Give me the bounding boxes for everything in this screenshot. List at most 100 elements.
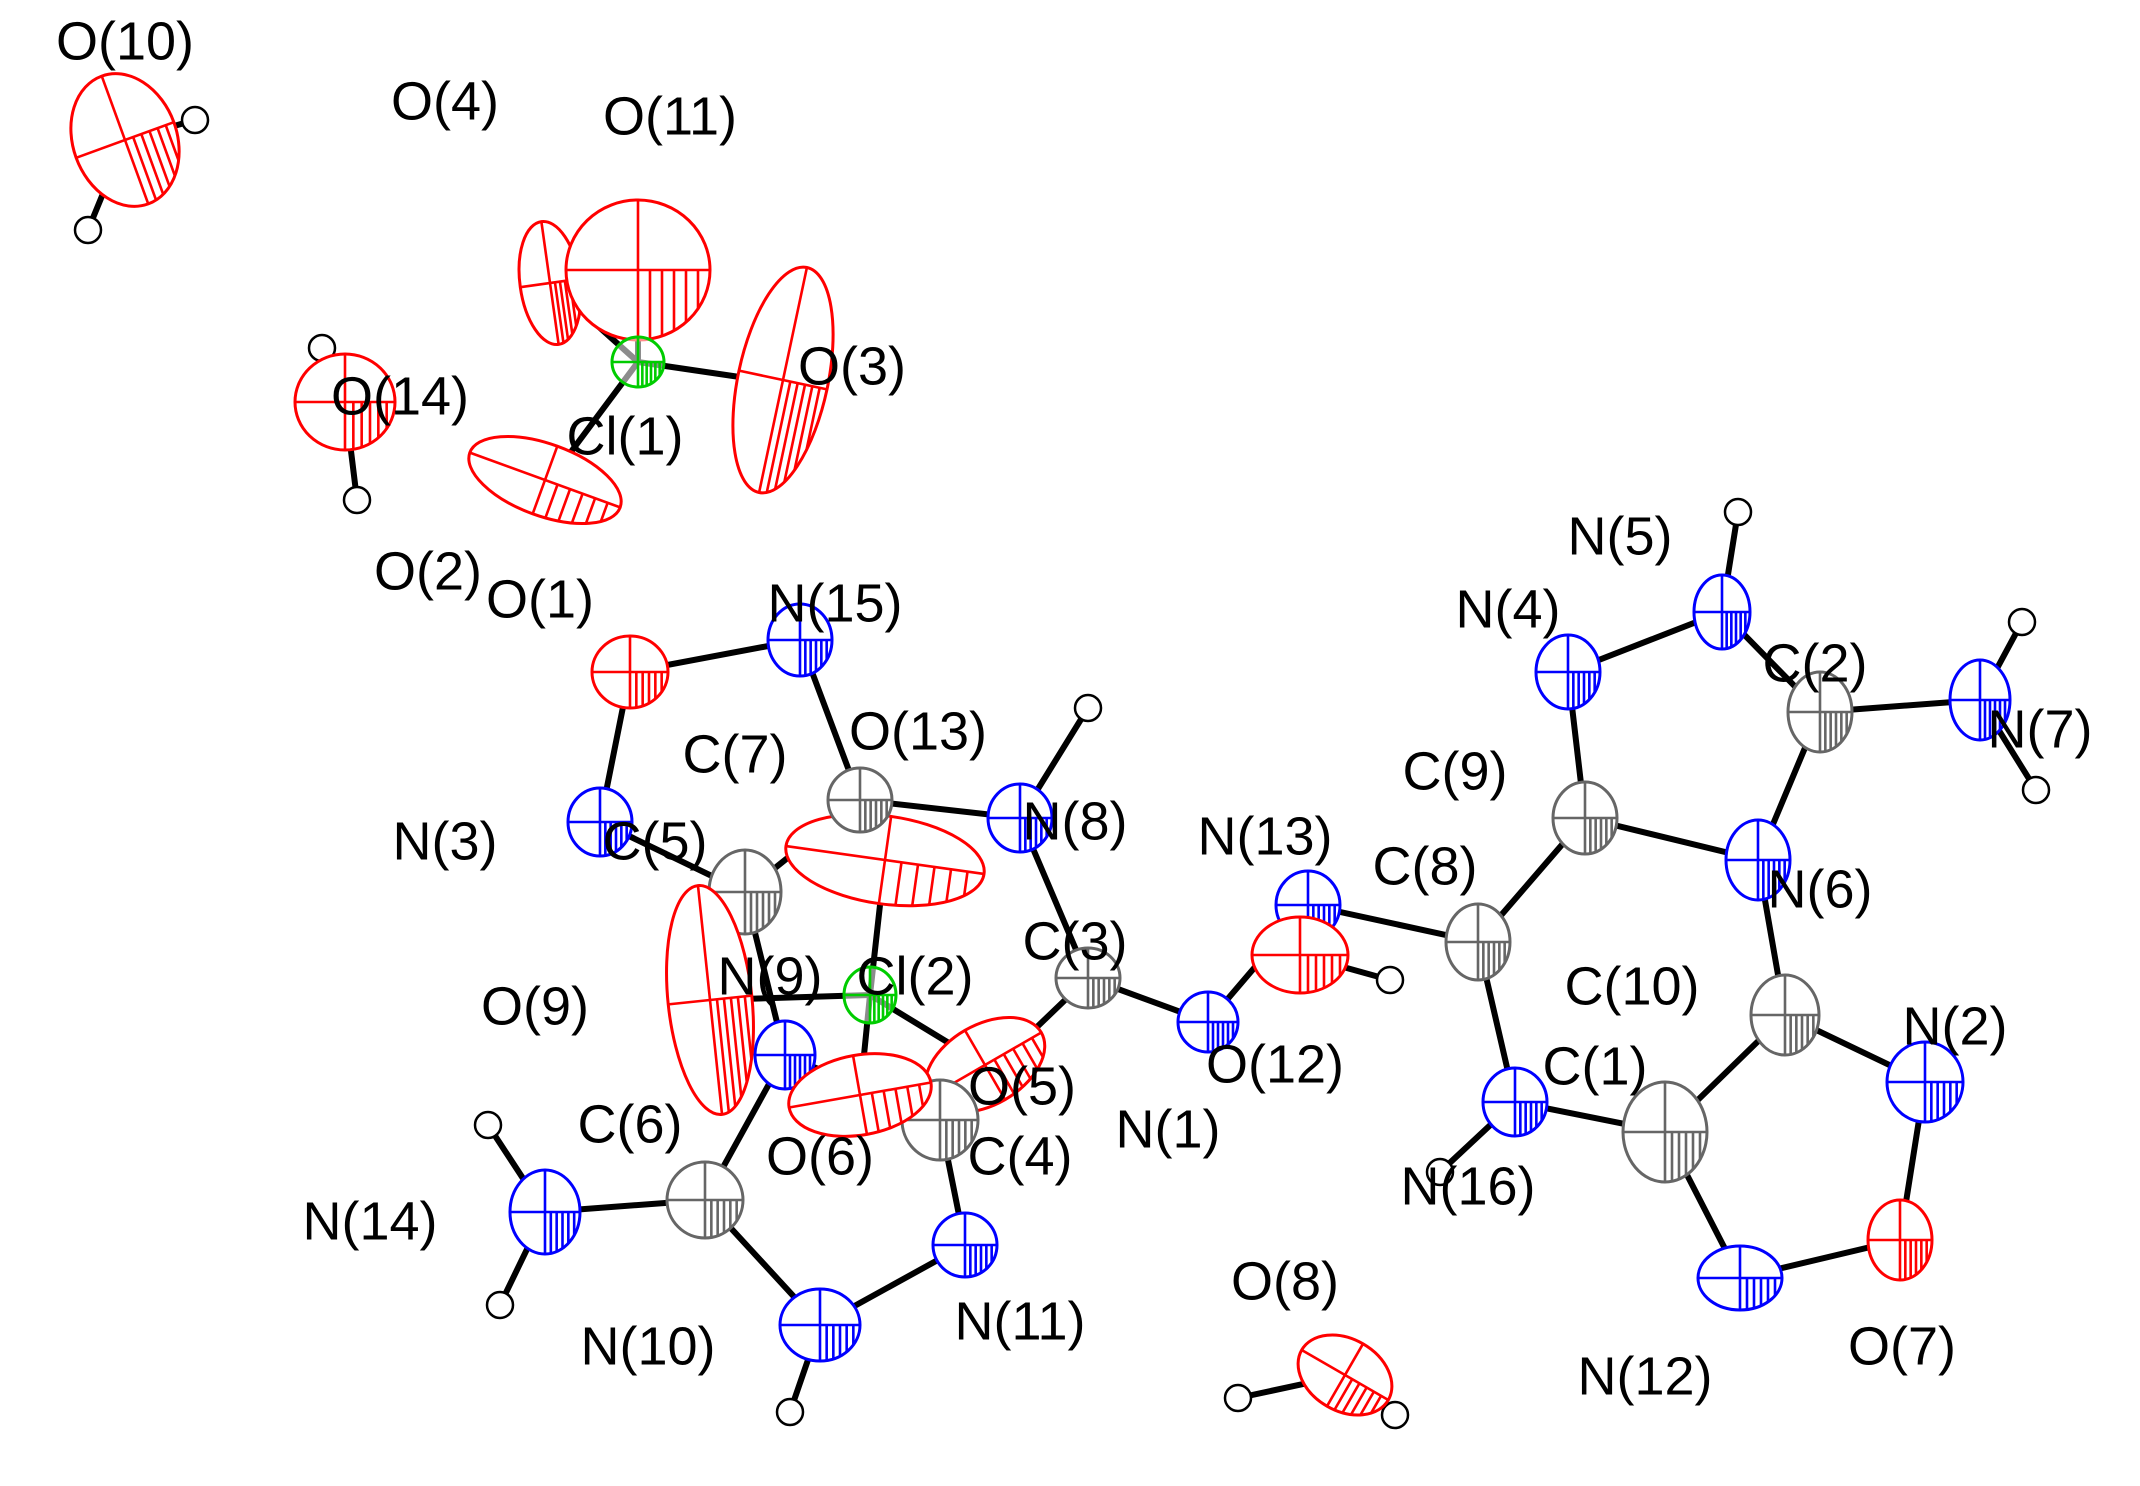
atom-n9: [753, 1019, 817, 1091]
atom-n16: [1481, 1066, 1549, 1138]
atom-label-o8: O(8): [1231, 1251, 1339, 1311]
atom-n8: [986, 782, 1054, 854]
atom-label-c7: C(7): [683, 724, 788, 784]
atom-o10: [69, 72, 181, 208]
hydrogen-atom: [1073, 693, 1103, 723]
ellipsoid-hatch-line: [553, 282, 565, 344]
atom-label-o6: O(6): [766, 1126, 874, 1186]
ellipsoid-hatch-line: [910, 864, 920, 906]
atom-label-o11: O(11): [603, 86, 737, 146]
atom-label-c5: C(5): [603, 811, 708, 871]
atom-label-n6: N(6): [1768, 859, 1873, 919]
atom-labels-layer: O(10)O(4)O(11)O(3)O(14)Cl(1)O(2)O(1)N(15…: [56, 11, 2093, 1406]
ellipsoid-axis-line: [963, 1029, 1007, 1101]
hydrogen-atom: [1723, 497, 1753, 527]
ellipsoid-hatch-line: [870, 1092, 880, 1132]
ellipsoid-hatch-line: [544, 484, 559, 519]
ellipsoid-axis-line: [877, 816, 893, 904]
ellipsoid-hatch-line: [1341, 1382, 1361, 1414]
hydrogen-atom: [2021, 775, 2051, 805]
atom-c1: [1621, 1080, 1709, 1184]
atom-label-n15: N(15): [767, 573, 902, 633]
atom-o13: [784, 812, 986, 908]
atom-label-n11: N(11): [954, 1291, 1085, 1351]
atom-ellipsoids-layer: [69, 72, 2012, 1417]
hydrogen-atom: [775, 1397, 805, 1427]
hydrogen-atom: [180, 105, 210, 135]
atom-label-n13: N(13): [1197, 806, 1332, 866]
atom-label-o13: O(13): [849, 701, 987, 761]
ellipsoid-axis-line: [100, 75, 150, 205]
atom-o9: [665, 884, 755, 1116]
hydrogen-atom: [342, 485, 372, 515]
ellipsoid-hatch-line: [736, 996, 749, 1083]
atom-n15: [766, 602, 834, 678]
atom-n12: [1696, 1244, 1784, 1312]
atom-label-n12: N(12): [1577, 1346, 1712, 1406]
hydrogen-atom: [1223, 1383, 1253, 1413]
atom-o12: [1250, 915, 1350, 995]
ellipsoid-hatch-line: [1370, 1395, 1383, 1414]
atom-cl1: [610, 335, 666, 389]
ellipsoid-hatch-line: [729, 997, 743, 1097]
ellipsoid-hatch-line: [1002, 1053, 1024, 1088]
atom-o6: [787, 1052, 933, 1138]
atom-label-n5: N(5): [1568, 506, 1673, 566]
atom-label-n14: N(14): [302, 1191, 437, 1251]
ellipsoid-hatch-line: [570, 493, 584, 524]
ellipsoid-hatch-line: [1012, 1048, 1032, 1080]
ellipsoid-hatch-line: [793, 385, 814, 471]
atom-c10: [1749, 973, 1821, 1057]
ellipsoid-axis-line: [851, 1055, 869, 1135]
ellipsoid-hatch-line: [1030, 1037, 1045, 1058]
ellipsoid-hatch-line: [773, 382, 799, 490]
atom-label-n9: N(9): [718, 946, 823, 1006]
ellipsoid-hatch-line: [905, 1086, 914, 1117]
ellipsoid-hatch-line: [558, 281, 570, 340]
atom-n5: [1692, 573, 1752, 651]
ellipsoid-hatch-line: [917, 1084, 925, 1107]
atom-o3: [731, 265, 835, 495]
ellipsoid-hatch-line: [805, 387, 821, 451]
ellipsoid-hatch-line: [993, 1058, 1016, 1095]
atom-o11: [564, 198, 712, 342]
atom-c2: [1786, 670, 1854, 754]
atom-n7: [1948, 658, 2012, 742]
ellipsoid-hatch-line: [140, 133, 165, 195]
atom-n6: [1724, 818, 1792, 902]
ellipsoid-hatch-line: [894, 862, 903, 906]
atom-o2: [467, 434, 623, 526]
hydrogen-atom: [1425, 1157, 1455, 1187]
ellipsoid-hatch-line: [962, 871, 969, 896]
hydrogen-atoms: [73, 105, 2051, 1430]
ellipsoid-hatch-line: [715, 999, 731, 1113]
ellipsoid-hatch-line: [599, 502, 609, 522]
atom-c7: [826, 766, 894, 834]
atom-label-c9: C(9): [1403, 741, 1508, 801]
hydrogen-atom: [2007, 607, 2037, 637]
ellipsoid-axis-line: [1325, 1343, 1365, 1407]
atom-label-n16: N(16): [1400, 1156, 1535, 1216]
atom-label-n8: N(8): [1023, 791, 1128, 851]
atom-label-n2: N(2): [1903, 996, 2008, 1056]
ellipsoid-hatch-line: [765, 381, 792, 493]
atom-label-n3: N(3): [393, 811, 498, 871]
hydrogen-atom: [73, 215, 103, 245]
hydrogen-atom: [1380, 1400, 1410, 1430]
ellipsoid-hatch-line: [945, 869, 953, 902]
atom-label-c3: C(3): [1023, 911, 1128, 971]
atom-c3: [1054, 946, 1122, 1010]
atom-label-c8: C(8): [1373, 836, 1478, 896]
ellipsoid-axis-line: [531, 445, 559, 515]
atom-c8: [1444, 902, 1512, 982]
atom-label-n10: N(10): [580, 1316, 715, 1376]
atom-label-n7: N(7): [1988, 699, 2093, 759]
ellipsoid-hatch-line: [557, 488, 572, 522]
ellipsoid-hatch-line: [156, 127, 177, 177]
atom-label-c1: C(1): [1543, 1036, 1648, 1096]
atom-label-c4: C(4): [968, 1126, 1073, 1186]
atom-n3: [566, 786, 634, 858]
ellipsoid-hatch-line: [584, 497, 597, 524]
atom-c9: [1551, 780, 1619, 856]
